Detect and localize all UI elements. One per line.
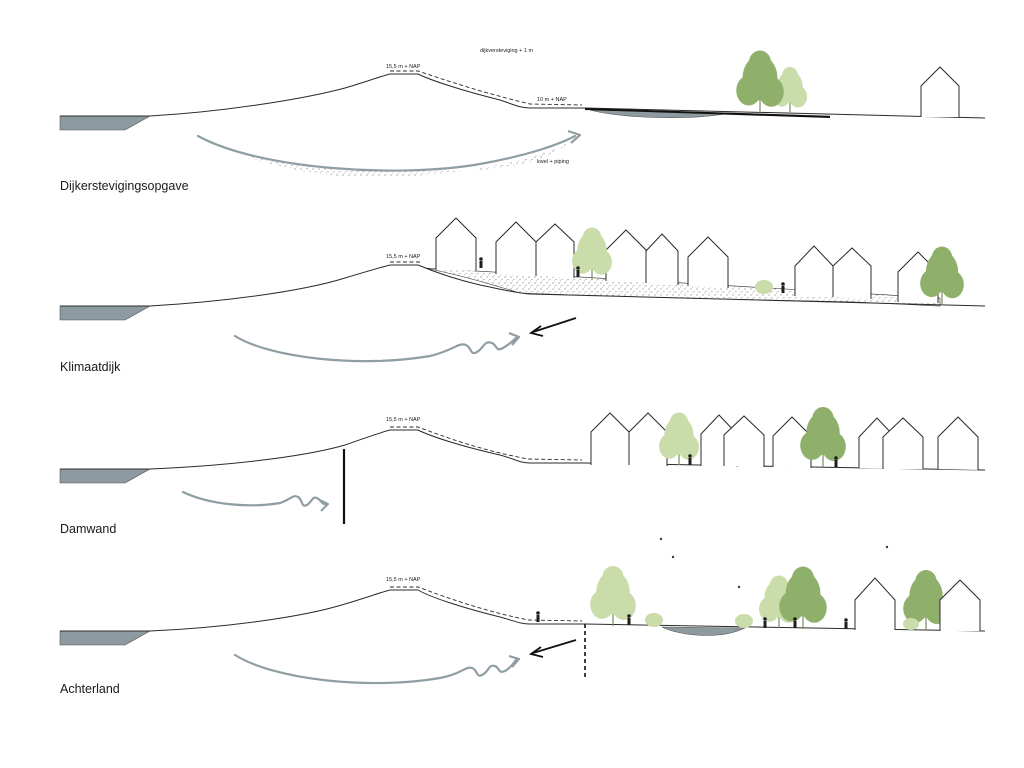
- house-icon: [937, 416, 979, 470]
- shrub-icon: [645, 613, 663, 627]
- section-title: Damwand: [60, 522, 116, 536]
- tree-icon: [779, 566, 827, 629]
- hinterland-line-dark: [584, 108, 831, 118]
- toe-label: 10 m + NAP: [537, 97, 567, 103]
- crest-label: 15,5 m + NAP: [386, 417, 421, 423]
- dike-profile: [60, 429, 986, 471]
- house-icon: [723, 415, 765, 467]
- seepage-flow-arrow: [233, 334, 518, 363]
- river-water: [59, 115, 152, 131]
- person-icon: [688, 454, 692, 465]
- crest-label: 15,5 m + NAP: [386, 254, 421, 260]
- person-icon: [536, 611, 540, 622]
- house-icon: [882, 417, 924, 469]
- bird-icon: [737, 585, 741, 589]
- dike-reinforcement-outline: [390, 70, 583, 106]
- shrub-icon: [755, 280, 773, 294]
- dike-profile: [60, 73, 986, 119]
- river-water: [59, 630, 152, 646]
- seepage-flow-arrow: [196, 134, 577, 172]
- river-water: [59, 468, 152, 484]
- tree-icon: [572, 227, 612, 280]
- house-icon: [920, 66, 960, 117]
- section-damwand: 15,5 m + NAP Damwand: [59, 407, 986, 536]
- dike-reinforcement-outline: [390, 586, 583, 622]
- tree-icon: [659, 412, 699, 465]
- house-icon: [832, 247, 872, 299]
- dike-profile: [60, 264, 986, 307]
- house-icon: [535, 223, 575, 278]
- seepage-arrowhead: [319, 499, 329, 512]
- seepage-arrowhead: [508, 331, 521, 346]
- seepage-arrowhead: [567, 129, 582, 144]
- dike-profile: [60, 589, 986, 632]
- tree-icon: [903, 570, 949, 630]
- person-icon: [793, 617, 797, 628]
- person-icon: [763, 617, 767, 628]
- house-icon: [590, 412, 630, 465]
- house-icon: [435, 217, 477, 271]
- seepage-zone: [230, 142, 570, 177]
- section-title: Dijkerstevigingsopgave: [60, 179, 189, 193]
- house-icon: [605, 229, 647, 283]
- house-icon: [794, 245, 834, 297]
- pressure-arrow: [532, 317, 577, 333]
- crest-label: 15,5 m + NAP: [386, 64, 421, 70]
- house-icon: [854, 577, 896, 630]
- section-achterland: 15,5 m + NAP Achterland: [59, 537, 986, 696]
- pressure-arrowhead: [528, 646, 544, 658]
- person-icon: [781, 282, 785, 293]
- tree-icon: [772, 67, 808, 112]
- seepage-flow-arrow: [233, 653, 518, 685]
- river-water: [59, 305, 152, 321]
- seepage-arrowhead: [508, 654, 521, 668]
- person-icon: [479, 257, 483, 268]
- reinforcement-label: dijkversteviging + 1 m: [480, 48, 533, 54]
- bird-icon: [885, 545, 889, 549]
- person-icon: [576, 266, 580, 277]
- seepage-label: kwel + piping: [537, 159, 569, 165]
- tree-icon: [920, 246, 964, 304]
- section-klimaatdijk: 15,5 m + NAP Klimaatdijk: [59, 217, 986, 374]
- pressure-arrowhead: [528, 325, 544, 337]
- tree-icon: [800, 407, 846, 467]
- bird-icon: [671, 555, 675, 559]
- person-icon: [834, 456, 838, 467]
- dike-reinforcement-outline: [390, 426, 583, 461]
- section-title: Achterland: [60, 682, 120, 696]
- tree-icon: [590, 566, 636, 626]
- person-icon: [844, 618, 848, 629]
- bird-icon: [659, 537, 663, 541]
- crest-label: 15,5 m + NAP: [386, 577, 421, 583]
- tree-icon: [736, 50, 784, 113]
- house-icon: [495, 221, 537, 276]
- section-dijkerstevigingsopgave: 15,5 m + NAP dijkversteviging + 1 m 10 m…: [59, 48, 986, 193]
- hinterland-water: [661, 626, 746, 636]
- person-icon: [627, 614, 631, 625]
- seepage-flow-arrow: [181, 490, 328, 507]
- house-icon: [687, 236, 729, 288]
- shrub-icon: [735, 614, 753, 628]
- shrub-icon: [903, 618, 919, 630]
- house-icon: [645, 233, 679, 285]
- house-icon: [939, 579, 981, 631]
- pressure-arrow: [532, 639, 577, 654]
- tree-icon: [759, 575, 799, 628]
- section-title: Klimaatdijk: [60, 360, 121, 374]
